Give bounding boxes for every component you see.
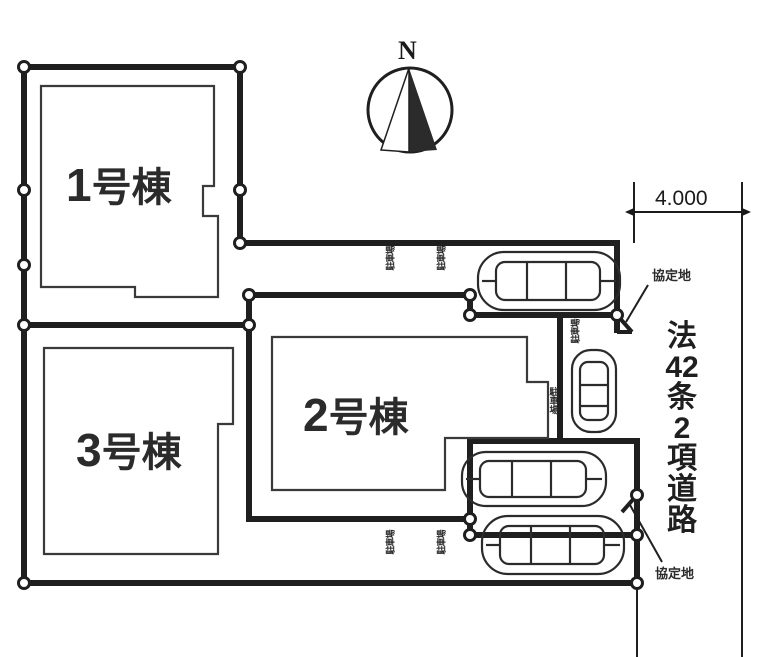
building-1-footprint: [39, 84, 220, 299]
survey-point: [630, 528, 644, 542]
kyoteichi-label-lower: 協定地: [655, 567, 695, 582]
survey-point: [463, 288, 477, 302]
road-label-char-6: 路: [667, 503, 697, 537]
road-label-char-3: 2: [673, 411, 691, 445]
building-1-suffix: 号棟: [91, 165, 172, 211]
kyoteichi-label-upper: 協定地: [652, 269, 692, 284]
building-3-suffix: 号棟: [101, 430, 182, 476]
road-label-char-0: 法: [667, 320, 697, 353]
gate-mark-bottom-2: 駐車場: [436, 530, 447, 555]
car-icon-bottom: [480, 514, 626, 576]
survey-point: [463, 512, 477, 526]
road-label-char-1: 42: [665, 350, 699, 384]
survey-point: [630, 488, 644, 502]
survey-point: [463, 528, 477, 542]
gate-mark-right-upper: 駐車場: [570, 319, 581, 344]
annotation-leader-lines: [625, 284, 663, 563]
road-label-char-5: 道: [667, 472, 697, 506]
building-1-label: 1号棟: [66, 155, 172, 213]
building-1-number: 1: [66, 159, 92, 211]
survey-point: [17, 318, 31, 332]
north-label: N: [398, 36, 417, 65]
building-2-suffix: 号棟: [328, 395, 409, 441]
survey-point: [242, 318, 256, 332]
north-arrow-icon: [366, 66, 454, 154]
building-3-label: 3号棟: [76, 420, 182, 478]
car-icon-middle: [460, 450, 608, 508]
gate-mark-top-1: 駐車場: [385, 246, 396, 271]
survey-point: [233, 60, 247, 74]
survey-point: [610, 308, 624, 322]
survey-point: [17, 576, 31, 590]
building-3-number: 3: [76, 424, 102, 476]
road-label-char-4: 項: [667, 442, 697, 476]
road-label-char-2: 条: [667, 381, 697, 415]
car-icons: [460, 250, 626, 576]
car-icon-top: [476, 250, 622, 312]
boundary-survey-points: [17, 60, 644, 590]
road-width-dimension-label: 4.000: [655, 187, 708, 210]
survey-point: [233, 183, 247, 197]
building-3-footprint: [42, 346, 235, 556]
survey-point: [17, 183, 31, 197]
building-2-number: 2: [303, 389, 329, 441]
survey-point: [242, 288, 256, 302]
survey-point: [630, 576, 644, 590]
car-icon-right-vertical: [570, 348, 618, 434]
building-2-footprint: [270, 335, 550, 492]
building-footprints: [39, 84, 550, 556]
survey-point: [17, 258, 31, 272]
gate-mark-bottom-1: 駐車場: [385, 530, 396, 555]
survey-point: [463, 308, 477, 322]
building-2-label: 2号棟: [303, 385, 409, 443]
road-type-label: 法 42 条 2 項 道 路: [662, 320, 702, 537]
gate-mark-mid-right: 駐車場: [549, 387, 559, 415]
survey-point: [17, 60, 31, 74]
gate-mark-top-2: 駐車場: [436, 246, 447, 271]
survey-point: [233, 236, 247, 250]
